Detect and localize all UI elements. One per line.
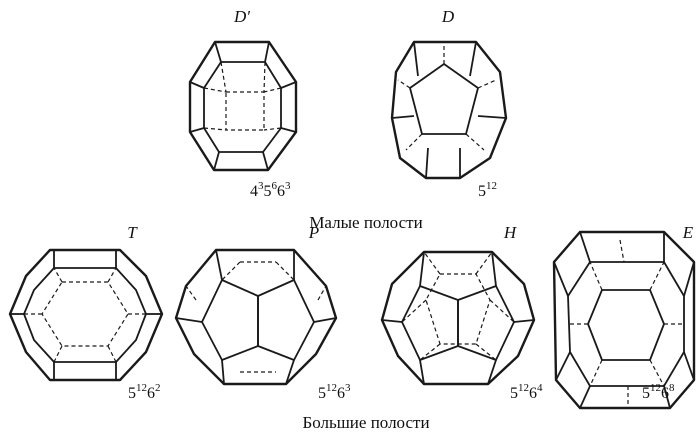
formula-d-prime: 435663 [250, 180, 291, 200]
polyhedron-t [8, 248, 164, 382]
polyhedron-e [552, 230, 696, 410]
polyhedron-h [380, 250, 536, 386]
label-h: H [503, 223, 518, 242]
label-t: T [127, 223, 138, 242]
formula-t: 51262 [128, 382, 161, 402]
caption-small-cavities: Малые полости [309, 213, 422, 232]
label-d: D [441, 7, 455, 26]
polyhedron-p [174, 248, 338, 386]
label-p: P [308, 223, 319, 242]
polyhedron-d-prime [188, 40, 298, 172]
label-e: E [682, 223, 694, 242]
label-d-prime: D' [233, 7, 250, 26]
formula-p: 51263 [318, 382, 351, 402]
caption-large-cavities: Большие полости [302, 413, 429, 432]
formula-e: 51268 [642, 382, 675, 402]
formula-d: 512 [478, 180, 497, 200]
polyhedron-d [390, 40, 508, 180]
formula-h: 51264 [510, 382, 543, 402]
